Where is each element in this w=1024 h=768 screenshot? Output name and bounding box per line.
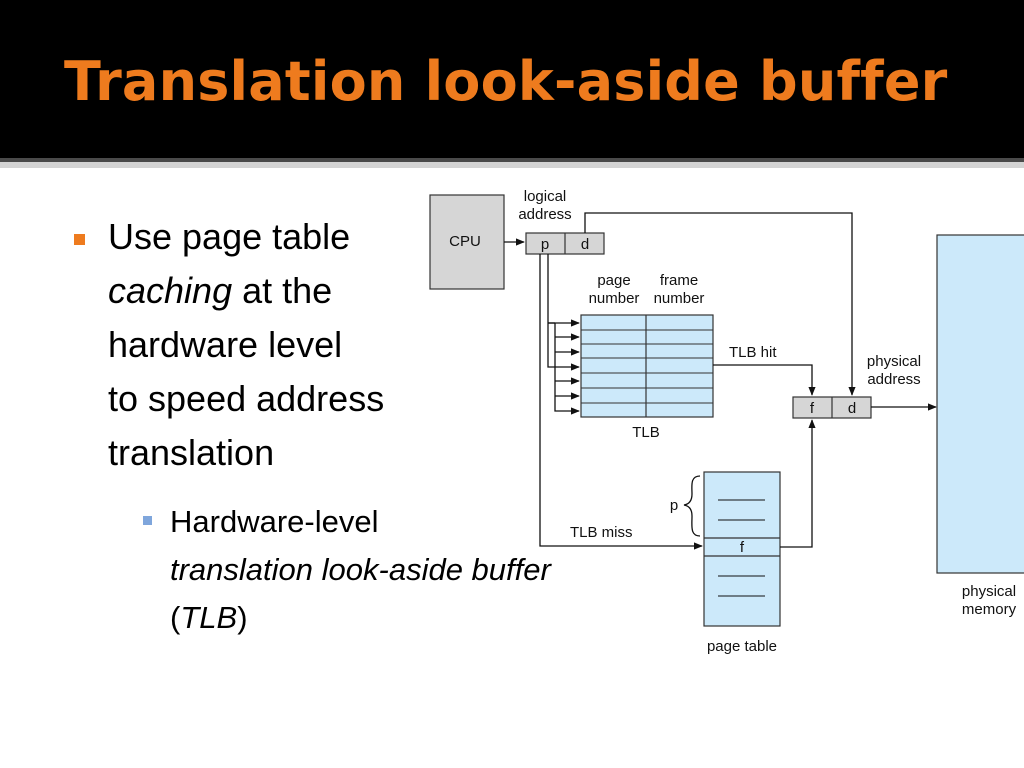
tlb-label: TLB <box>632 424 660 441</box>
tlb-hit-arrow <box>713 364 816 396</box>
frame-number-header: number <box>654 290 705 307</box>
paren-close: ) <box>237 600 248 635</box>
tlb-lookup-arrows <box>547 254 580 415</box>
title-divider-shadow <box>0 162 1024 168</box>
frame-cell: f <box>810 400 815 417</box>
tlb-rows <box>581 329 713 404</box>
bullet-line: translation <box>108 432 275 473</box>
orange-square-bullet-icon <box>74 234 85 245</box>
slide-title: Translation look-aside buffer <box>64 50 948 113</box>
tlb-table <box>580 314 714 418</box>
bullet-line: to speed address <box>108 378 385 419</box>
offset-cell: d <box>848 400 856 417</box>
page-index-brace <box>683 475 701 537</box>
bullet-line: caching at the <box>108 264 468 318</box>
tlb-miss-arrow <box>539 254 703 550</box>
tlb-miss-label: TLB miss <box>570 524 633 541</box>
page-table-frame-cell: f <box>740 539 745 556</box>
bullet-list: Use page table caching at the hardware l… <box>70 210 590 642</box>
bullet-line: hardware level <box>108 324 343 365</box>
paren-open: ( <box>170 600 181 635</box>
page-number-cell: p <box>541 236 549 253</box>
logical-address-label: logical <box>524 188 567 205</box>
bullet-text: at the <box>232 270 333 311</box>
offset-cell: d <box>581 236 589 253</box>
frame-number-header: frame <box>660 272 698 289</box>
cpu-box <box>429 194 505 290</box>
physical-memory-label: physical <box>962 583 1016 600</box>
bullet-line: Use page table <box>108 216 351 257</box>
emphasis-text: translation look-aside buffer <box>170 552 551 587</box>
bullet-item-sub: Hardware-level translation look-aside bu… <box>140 498 590 642</box>
page-table-label: page table <box>707 638 777 655</box>
page-number-header: number <box>589 290 640 307</box>
physical-memory-label: memory <box>962 601 1017 618</box>
logical-address-label: address <box>518 206 571 223</box>
page-table-box <box>703 471 781 627</box>
page-index-label: p <box>670 497 678 514</box>
cpu-label: CPU <box>449 233 481 250</box>
physical-address-label: address <box>867 371 920 388</box>
page-number-header: page <box>597 272 630 289</box>
emphasis-text: caching <box>108 270 233 311</box>
blue-square-bullet-icon <box>143 516 152 525</box>
bullet-item-main: Use page table caching at the hardware l… <box>70 210 468 480</box>
title-bar: Translation look-aside buffer <box>0 0 1024 158</box>
page-table-entry-dashes <box>718 499 765 597</box>
tlb-hit-label: TLB hit <box>729 344 777 361</box>
physical-memory-box <box>936 234 1024 574</box>
page-table-to-frame-arrow <box>780 419 816 548</box>
physical-address-label: physical <box>867 353 921 370</box>
lookup-trunk <box>547 254 580 371</box>
emphasis-text: TLB <box>180 600 238 635</box>
offset-path <box>584 212 856 396</box>
bullet-line: (TLB) <box>170 594 590 642</box>
title-divider <box>0 158 1024 162</box>
bullet-line: Hardware-level <box>170 504 379 539</box>
